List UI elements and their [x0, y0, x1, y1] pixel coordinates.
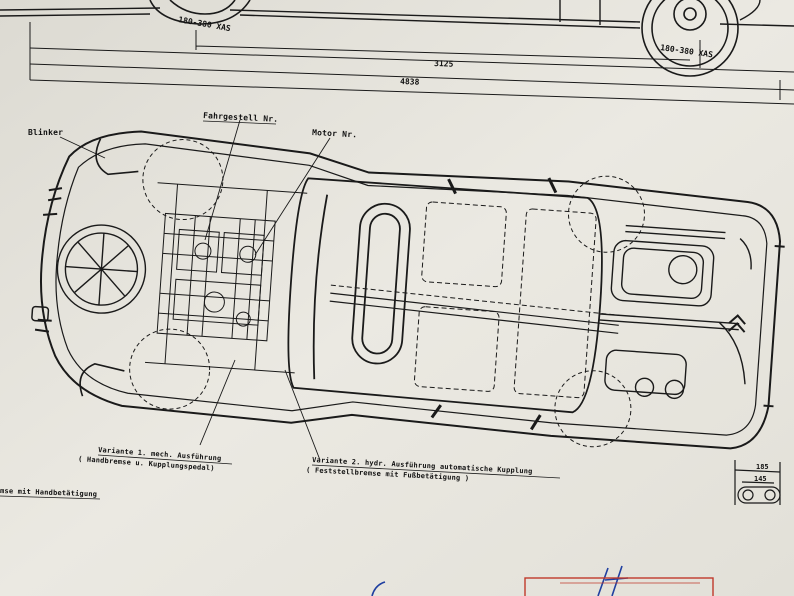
chevron-logo-icon: [727, 314, 746, 333]
wheelbase-dimension: 3125: [434, 59, 454, 69]
front-wheel: [149, 0, 251, 25]
leader-lines: [59, 119, 331, 461]
detail-dimension-bottom: 145: [754, 475, 767, 483]
handbrake-note: mse mit Handbetätigung: [0, 487, 97, 498]
engine-block: [144, 182, 308, 374]
spare-wheel: [56, 224, 147, 314]
track-detail: [734, 460, 781, 505]
blinker-label: Blinker: [28, 127, 63, 137]
dimension-lines: [29, 22, 794, 105]
car-top-view: [31, 130, 785, 450]
red-stamp: [524, 577, 714, 596]
overall-length-dimension: 4838: [400, 77, 420, 87]
engine-number-label: Motor Nr.: [312, 128, 358, 139]
rear-wheel: [641, 0, 739, 77]
rear-assembly: [599, 224, 752, 400]
detail-dimension-top: 185: [756, 463, 769, 471]
body-outline: [40, 130, 782, 450]
chassis-number-label: Fahrgestell Nr.: [203, 111, 279, 124]
side-view: [0, 0, 794, 29]
cabin-frame: [287, 177, 603, 414]
